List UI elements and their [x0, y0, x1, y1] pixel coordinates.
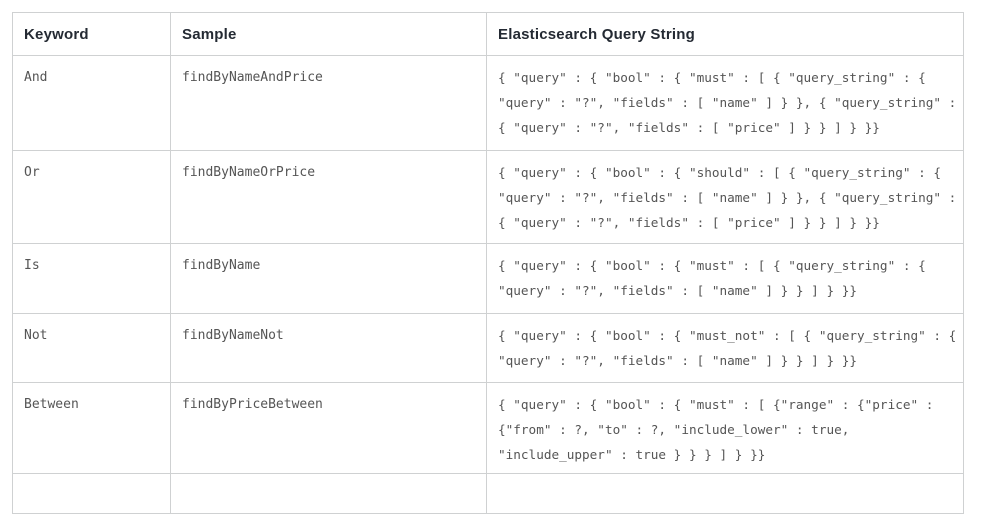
sample-cell [170, 473, 487, 514]
sample-cell: findByName [170, 243, 487, 314]
query-string-cell: { "query" : { "bool" : { "should" : [ { … [486, 150, 964, 244]
keyword-cell: Between [12, 382, 171, 474]
query-string-cell [486, 473, 964, 514]
table-row: Not findByNameNot { "query" : { "bool" :… [12, 313, 964, 383]
table-row-partial [12, 473, 964, 514]
column-header-keyword: Keyword [12, 12, 171, 56]
keyword-cell: And [12, 55, 171, 151]
sample-cell: findByNameNot [170, 313, 487, 383]
table-row: Is findByName { "query" : { "bool" : { "… [12, 243, 964, 314]
sample-cell: findByPriceBetween [170, 382, 487, 474]
keyword-cell [12, 473, 171, 514]
sample-cell: findByNameOrPrice [170, 150, 487, 244]
column-header-sample: Sample [170, 12, 487, 56]
column-header-query-string: Elasticsearch Query String [486, 12, 964, 56]
query-keywords-table: Keyword Sample Elasticsearch Query Strin… [12, 12, 964, 514]
query-string-cell: { "query" : { "bool" : { "must" : [ { "q… [486, 243, 964, 314]
query-string-cell: { "query" : { "bool" : { "must_not" : [ … [486, 313, 964, 383]
table-row: Between findByPriceBetween { "query" : {… [12, 382, 964, 474]
table-row: Or findByNameOrPrice { "query" : { "bool… [12, 150, 964, 244]
keyword-cell: Is [12, 243, 171, 314]
sample-cell: findByNameAndPrice [170, 55, 487, 151]
table-row: And findByNameAndPrice { "query" : { "bo… [12, 55, 964, 151]
query-string-cell: { "query" : { "bool" : { "must" : [ {"ra… [486, 382, 964, 474]
keyword-cell: Or [12, 150, 171, 244]
table-header-row: Keyword Sample Elasticsearch Query Strin… [12, 12, 964, 56]
keyword-cell: Not [12, 313, 171, 383]
query-string-cell: { "query" : { "bool" : { "must" : [ { "q… [486, 55, 964, 151]
